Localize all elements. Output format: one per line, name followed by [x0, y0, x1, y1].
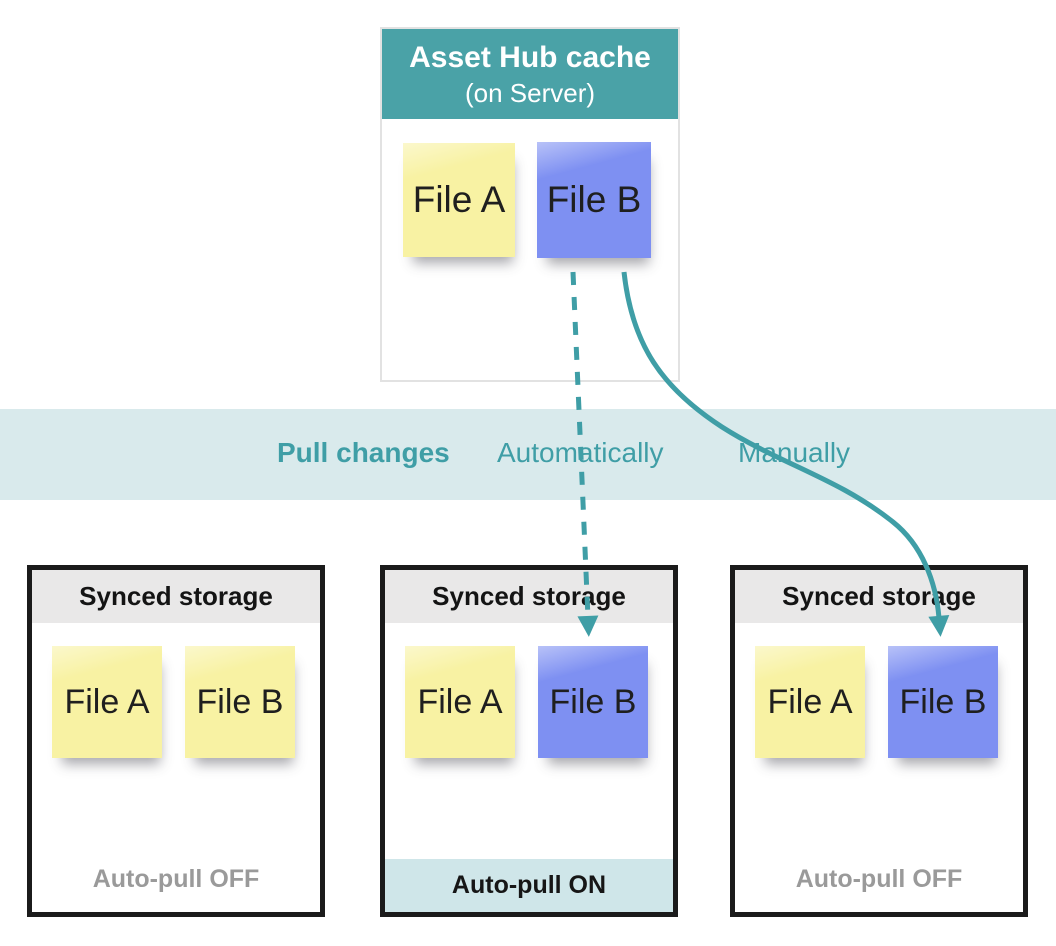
automatically-label: Automatically [497, 437, 664, 468]
cache-file-a-label: File A [412, 179, 506, 220]
storage-middle-file-b-note: File B [538, 646, 648, 758]
cache-header: Asset Hub cache (on Server) [382, 29, 678, 119]
cache-title: Asset Hub cache [409, 41, 651, 74]
asset-hub-cache-box: Asset Hub cache (on Server) File A File … [380, 27, 680, 382]
synced-storage-box-middle: Synced storage File A File B Auto-pull O… [380, 565, 678, 917]
storage-right-file-a-note: File A [755, 646, 865, 758]
manually-label: Manually [738, 437, 851, 468]
storage-header: Synced storage [32, 570, 320, 623]
storage-left-file-b-note: File B [185, 646, 295, 758]
auto-pull-off-label: Auto-pull OFF [795, 865, 963, 893]
storage-middle-file-a-label: File A [417, 682, 503, 721]
pull-changes-title: Pull changes [277, 437, 450, 468]
cache-subtitle: (on Server) [464, 77, 596, 108]
cache-file-b-label: File B [546, 179, 642, 220]
synced-storage-box-left: Synced storage File A File B Auto-pull O… [27, 565, 325, 917]
storage-middle-file-a-note: File A [405, 646, 515, 758]
storage-right-file-b-label: File B [899, 682, 987, 721]
storage-middle-file-b-label: File B [549, 682, 637, 721]
storage-left-file-b-label: File B [196, 682, 284, 721]
synced-storage-box-right: Synced storage File A File B Auto-pull O… [730, 565, 1028, 917]
storage-right-file-b-note: File B [888, 646, 998, 758]
storage-header: Synced storage [735, 570, 1023, 623]
cache-file-b-note: File B [537, 142, 651, 258]
auto-pull-on-band: Auto-pull ON [385, 859, 673, 912]
storage-header: Synced storage [385, 570, 673, 623]
storage-left-file-a-note: File A [52, 646, 162, 758]
auto-pull-off-label: Auto-pull OFF [92, 865, 260, 893]
storage-right-file-a-label: File A [767, 682, 853, 721]
storage-left-file-a-label: File A [64, 682, 150, 721]
cache-file-a-note: File A [403, 143, 515, 257]
